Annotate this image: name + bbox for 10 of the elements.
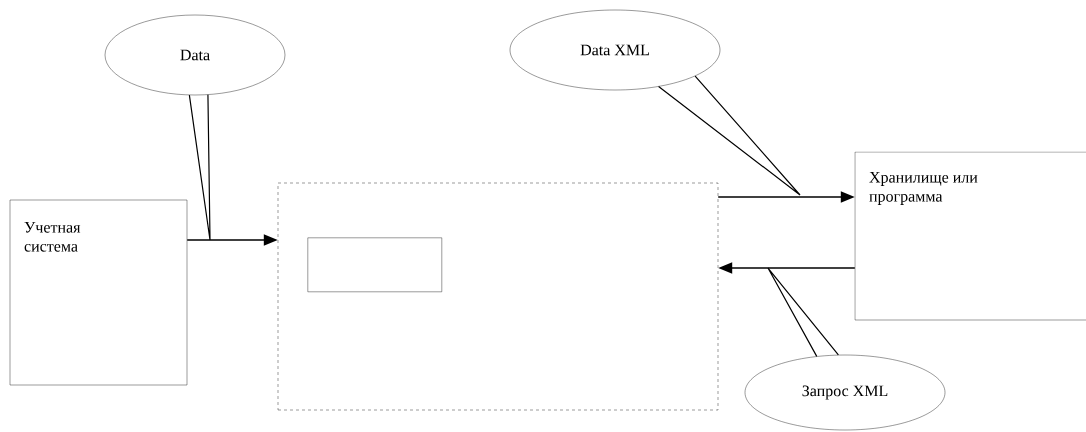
speech-bubble: Запрос XML [744, 354, 946, 431]
process-box: Хранилище или программа [854, 151, 1086, 321]
dashed-boundary-box [277, 182, 719, 411]
speech-bubble: Data XML [509, 9, 721, 91]
speech-bubble: Data [104, 14, 286, 96]
callout-tail [658, 75, 801, 196]
process-box [307, 237, 442, 292]
callout-tail [767, 267, 839, 357]
callout-tail [188, 94, 211, 241]
process-box: Учетная система [9, 199, 188, 386]
